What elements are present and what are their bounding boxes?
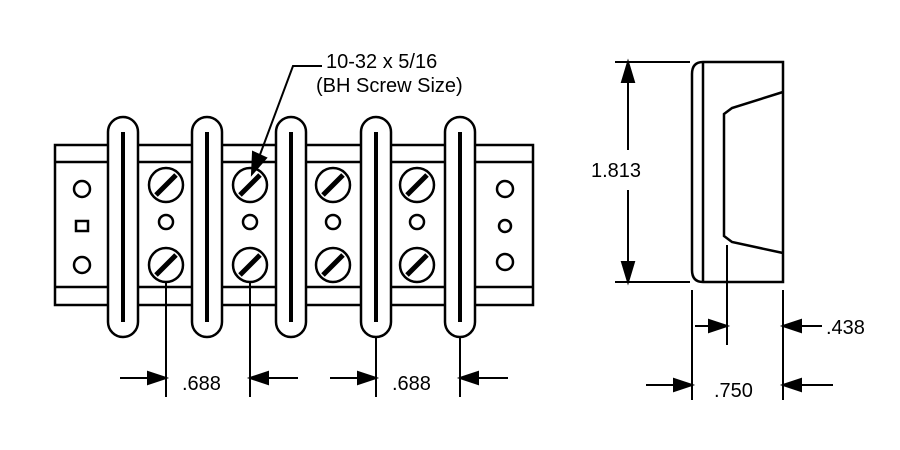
arrowhead xyxy=(246,370,269,386)
callout-leader xyxy=(257,65,322,161)
arrowhead xyxy=(456,370,479,386)
depth-label: .438 xyxy=(826,317,865,339)
callout-line-1: 10-32 x 5/16 xyxy=(326,51,437,73)
side-step xyxy=(722,90,784,255)
arrowhead xyxy=(620,58,636,83)
screw-slot xyxy=(405,173,429,197)
screw-head-bottom xyxy=(398,246,436,284)
mounting-holes-left xyxy=(72,179,92,275)
screw-head-top xyxy=(314,166,352,204)
terminal-positions xyxy=(147,166,436,284)
screw-head-top xyxy=(231,166,269,204)
height-dimension xyxy=(615,58,690,286)
screw-slot xyxy=(154,253,178,277)
arrowhead xyxy=(673,377,696,393)
arrowhead xyxy=(779,377,802,393)
terminal-hole xyxy=(241,213,259,231)
pitch-dimensions xyxy=(120,282,508,397)
arrowhead xyxy=(357,370,380,386)
height-label: 1.813 xyxy=(591,160,641,182)
screw-head-bottom xyxy=(314,246,352,284)
side-view xyxy=(690,60,785,284)
mount-slot xyxy=(74,219,90,233)
mount-hole xyxy=(72,179,92,199)
arrowhead xyxy=(620,261,636,286)
mounting-holes-right xyxy=(495,179,515,272)
mount-hole xyxy=(497,218,513,234)
screw-head-top xyxy=(398,166,436,204)
callout-line-2: (BH Screw Size) xyxy=(316,75,463,97)
arrowhead xyxy=(708,318,731,334)
pitch-left-label: .688 xyxy=(182,373,221,395)
pitch-right-label: .688 xyxy=(392,373,431,395)
screw-slot xyxy=(405,253,429,277)
screw-head-top xyxy=(147,166,185,204)
screw-slot xyxy=(238,173,262,197)
terminal-hole xyxy=(408,213,426,231)
screw-slot xyxy=(321,253,345,277)
depth-dimension xyxy=(691,245,822,400)
screw-callout xyxy=(250,65,322,177)
screw-slot xyxy=(321,173,345,197)
callout-arrowhead xyxy=(250,150,268,177)
arrowhead xyxy=(147,370,170,386)
mount-hole xyxy=(495,252,515,272)
front-view xyxy=(53,115,535,339)
screw-slot xyxy=(238,253,262,277)
mount-hole xyxy=(72,255,92,275)
width-dimension xyxy=(646,377,833,393)
arrowhead xyxy=(779,318,802,334)
terminal-hole xyxy=(157,213,175,231)
screw-slot xyxy=(154,173,178,197)
width-label: .750 xyxy=(714,380,753,402)
barriers xyxy=(106,115,477,339)
terminal-hole xyxy=(324,213,342,231)
mount-hole xyxy=(495,179,515,199)
